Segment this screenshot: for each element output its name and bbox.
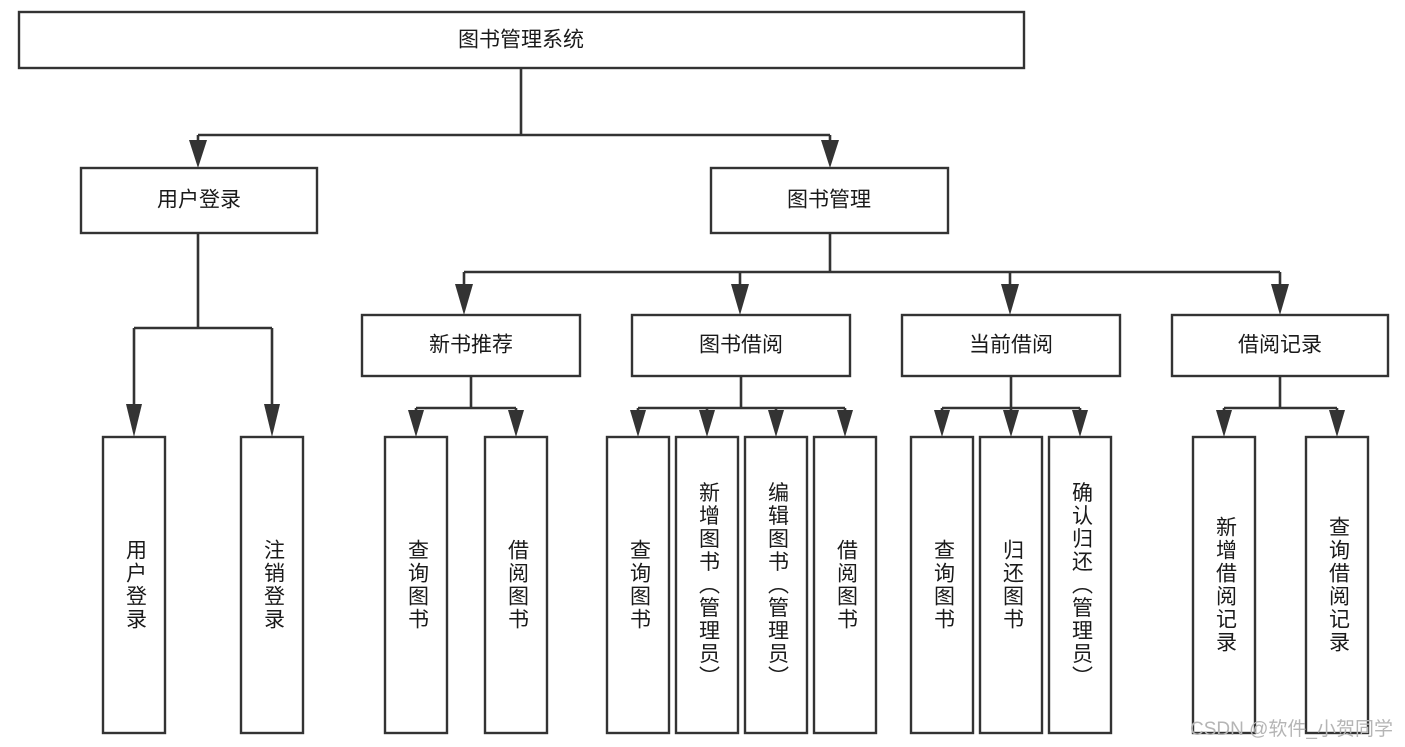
node-leaf-add-book-label: 新增图书（管理员）	[696, 482, 720, 689]
node-leaf-query-book-c[interactable]: 查询图书	[909, 435, 975, 735]
node-leaf-user-login[interactable]: 用户登录	[101, 435, 167, 735]
node-root-label: 图书管理系统	[458, 29, 584, 52]
connector-group	[126, 68, 1345, 437]
node-leaf-query-book-c-label: 查询图书	[931, 539, 955, 631]
node-leaf-edit-book-label: 编辑图书（管理员）	[765, 482, 789, 689]
node-new-book-rec[interactable]: 新书推荐	[360, 313, 582, 378]
node-book-manage[interactable]: 图书管理	[709, 166, 950, 235]
node-leaf-query-record-box[interactable]	[1304, 435, 1370, 735]
node-leaf-user-login-box[interactable]	[101, 435, 167, 735]
node-leaf-add-record-label: 新增借阅记录	[1213, 516, 1237, 654]
node-leaf-query-book-b[interactable]: 查询图书	[605, 435, 671, 735]
node-book-borrow-box[interactable]	[630, 313, 852, 378]
node-new-book-rec-box[interactable]	[360, 313, 582, 378]
node-book-manage-label: 图书管理	[787, 189, 871, 212]
node-leaf-add-record[interactable]: 新增借阅记录	[1191, 435, 1257, 735]
node-borrow-record-label: 借阅记录	[1238, 334, 1322, 357]
arrow-borrow-book-b	[837, 410, 853, 437]
node-leaf-borrow-book-a[interactable]: 借阅图书	[483, 435, 549, 735]
node-leaf-logout-box[interactable]	[239, 435, 305, 735]
node-leaf-query-book-a-box[interactable]	[383, 435, 449, 735]
node-leaf-logout[interactable]: 注销登录	[239, 435, 305, 735]
node-book-borrow-label: 图书借阅	[699, 334, 783, 357]
node-leaf-query-book-b-label: 查询图书	[627, 539, 651, 631]
node-leaf-logout-label: 注销登录	[261, 539, 285, 631]
node-leaf-confirm-return-box[interactable]	[1047, 435, 1113, 735]
arrow-new-book-rec	[455, 284, 473, 315]
node-borrow-record[interactable]: 借阅记录	[1170, 313, 1390, 378]
node-user-login[interactable]: 用户登录	[79, 166, 319, 235]
node-root[interactable]: 图书管理系统	[17, 10, 1026, 70]
arrow-leaf-user-login	[126, 404, 142, 437]
arrow-query-book-c	[934, 410, 950, 437]
node-leaf-return-book[interactable]: 归还图书	[978, 435, 1044, 735]
node-leaf-edit-book[interactable]: 编辑图书（管理员）	[743, 435, 809, 735]
arrow-borrow-record	[1271, 284, 1289, 315]
node-leaf-add-book-box[interactable]	[674, 435, 740, 735]
arrow-add-book	[699, 410, 715, 437]
arrow-query-book-a	[408, 410, 424, 437]
node-leaf-user-login-label: 用户登录	[123, 539, 147, 631]
node-book-manage-box[interactable]	[709, 166, 950, 235]
node-current-borrow-box[interactable]	[900, 313, 1122, 378]
node-leaf-add-record-box[interactable]	[1191, 435, 1257, 735]
node-leaf-borrow-book-a-box[interactable]	[483, 435, 549, 735]
node-leaf-add-book[interactable]: 新增图书（管理员）	[674, 435, 740, 735]
arrow-current-borrow	[1001, 284, 1019, 315]
arrow-borrow-book-a	[508, 410, 524, 437]
node-leaf-query-book-a-label: 查询图书	[405, 539, 429, 631]
arrow-query-book-b	[630, 410, 646, 437]
node-current-borrow-label: 当前借阅	[969, 334, 1053, 357]
node-leaf-query-book-b-box[interactable]	[605, 435, 671, 735]
node-leaf-confirm-return-label: 确认归还（管理员）	[1069, 482, 1093, 689]
node-book-borrow[interactable]: 图书借阅	[630, 313, 852, 378]
node-leaf-edit-book-box[interactable]	[743, 435, 809, 735]
node-leaf-borrow-book-b-box[interactable]	[812, 435, 878, 735]
node-leaf-confirm-return[interactable]: 确认归还（管理员）	[1047, 435, 1113, 735]
node-user-login-box[interactable]	[79, 166, 319, 235]
node-current-borrow[interactable]: 当前借阅	[900, 313, 1122, 378]
node-leaf-query-record-label: 查询借阅记录	[1326, 516, 1350, 654]
node-leaf-query-book-a[interactable]: 查询图书	[383, 435, 449, 735]
node-leaf-return-book-box[interactable]	[978, 435, 1044, 735]
node-root-box[interactable]	[17, 10, 1026, 70]
node-leaf-borrow-book-b[interactable]: 借阅图书	[812, 435, 878, 735]
csdn-watermark: CSDN @软件_小贺同学	[1190, 719, 1393, 740]
node-new-book-rec-label: 新书推荐	[429, 334, 513, 357]
node-user-login-label: 用户登录	[157, 189, 241, 212]
node-leaf-borrow-book-a-label: 借阅图书	[505, 539, 529, 631]
arrow-query-record	[1329, 410, 1345, 437]
arrow-user-login	[189, 140, 207, 168]
arrow-book-borrow	[731, 284, 749, 315]
node-leaf-borrow-book-b-label: 借阅图书	[834, 539, 858, 631]
arrow-leaf-logout	[264, 404, 280, 437]
arrow-return-book	[1003, 410, 1019, 437]
node-borrow-record-box[interactable]	[1170, 313, 1390, 378]
arrow-book-manage	[821, 140, 839, 168]
node-leaf-return-book-label: 归还图书	[1000, 539, 1024, 631]
arrow-confirm-return	[1072, 410, 1088, 437]
node-leaf-query-record[interactable]: 查询借阅记录	[1304, 435, 1370, 735]
node-leaf-query-book-c-box[interactable]	[909, 435, 975, 735]
arrow-add-record	[1216, 410, 1232, 437]
arrow-edit-book	[768, 410, 784, 437]
